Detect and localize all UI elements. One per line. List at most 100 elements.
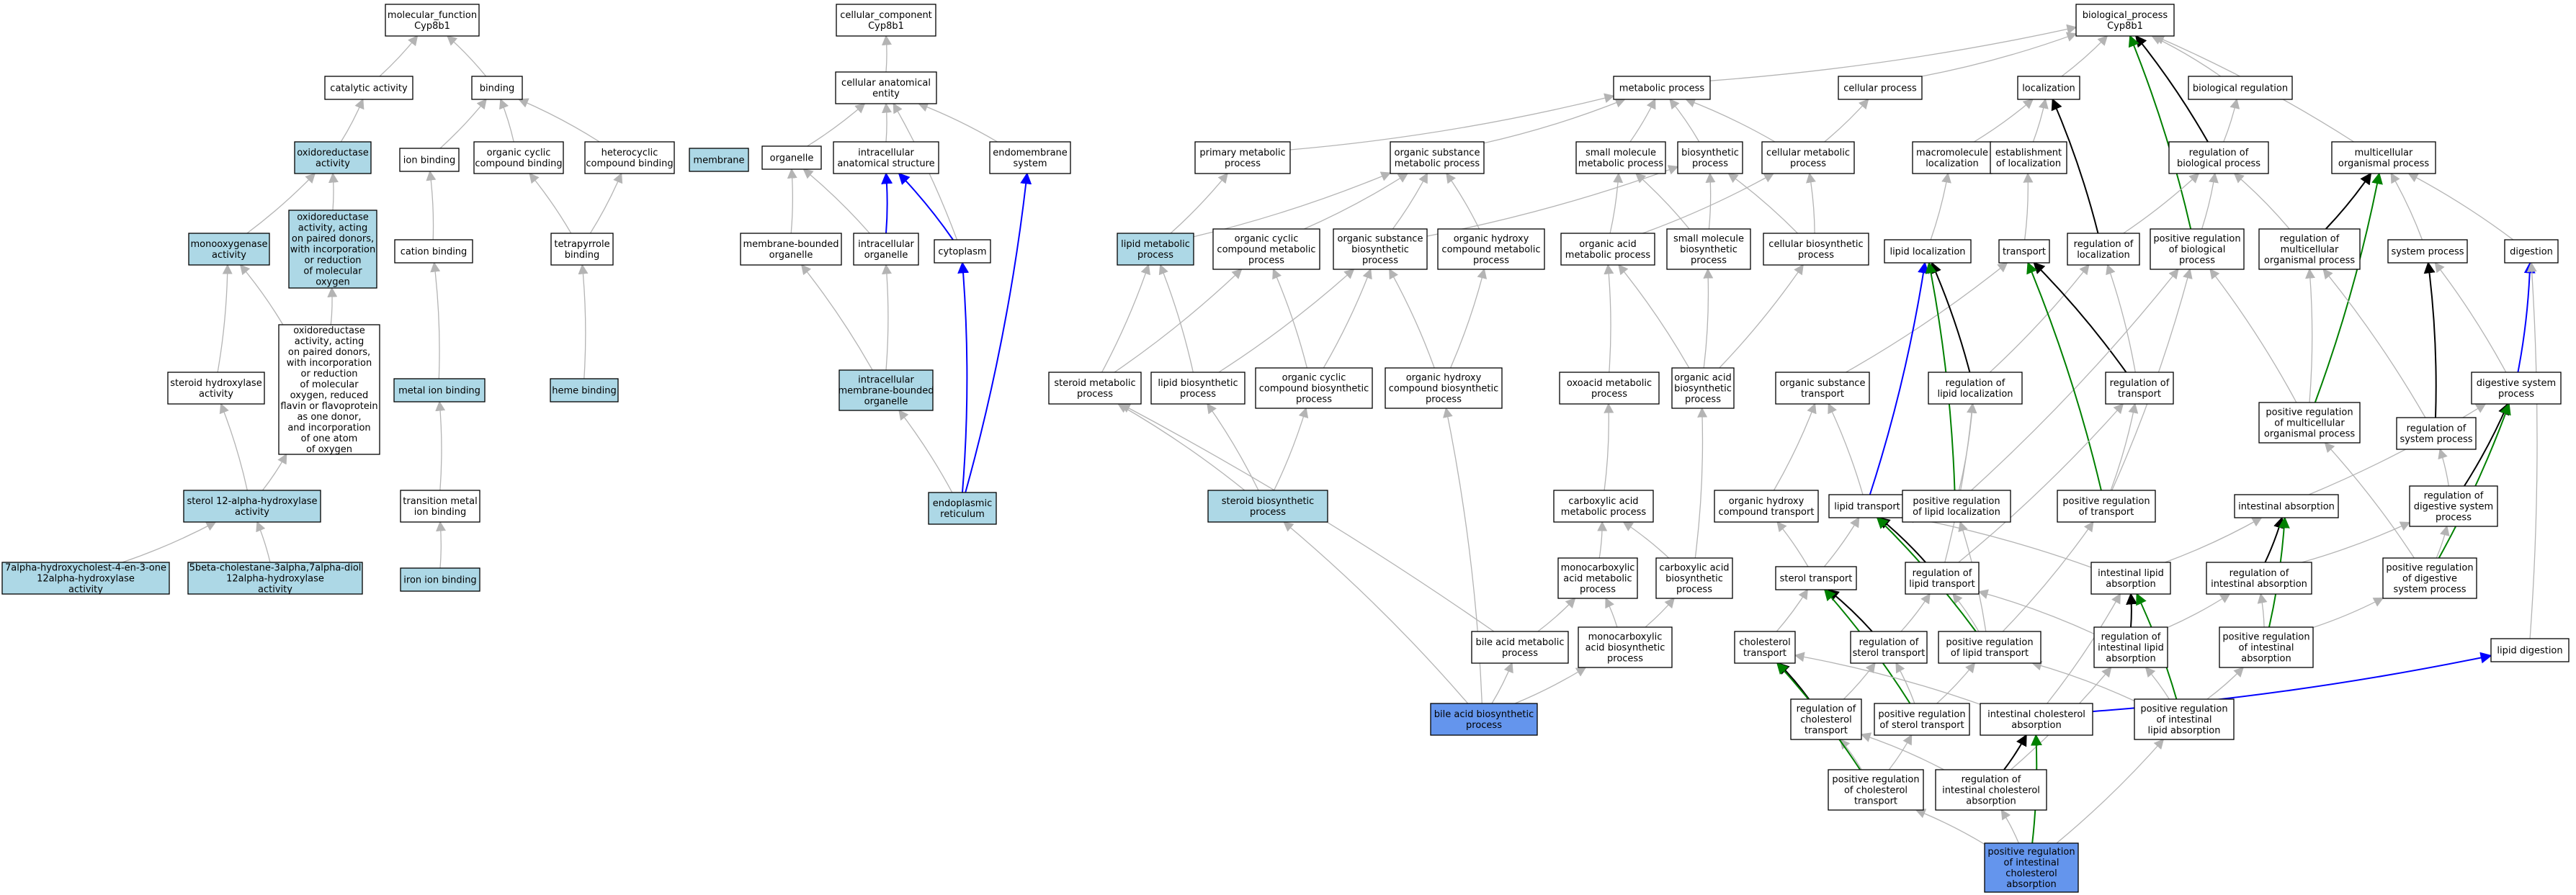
term-node-digestion[interactable]: digestion [2504,239,2559,264]
term-node-cellular-process[interactable]: cellular process [1838,76,1923,100]
term-node-cholestane[interactable]: 5beta-cholestane-3alpha,7alpha-diol12alp… [187,562,363,595]
term-node-lipid-transport[interactable]: lipid transport [1828,494,1906,518]
term-node-iron[interactable]: iron ion binding [400,567,480,592]
term-node-organelle[interactable]: organelle [761,145,822,170]
term-node-catalytic[interactable]: catalytic activity [324,76,413,100]
term-node-binding[interactable]: binding [471,76,523,100]
term-node-lipid-digestion[interactable]: lipid digestion [2490,638,2570,662]
term-node-transport[interactable]: transport [1998,239,2050,264]
term-node-membrane[interactable]: membrane [689,148,749,172]
term-node-localization[interactable]: localization [2017,76,2080,100]
term-node-heme[interactable]: heme binding [550,378,619,402]
term-node-metal-ion[interactable]: metal ion binding [393,378,486,402]
term-node-sterol-transport[interactable]: sterol transport [1775,566,1857,590]
term-node-ion-binding[interactable]: ion binding [399,148,460,172]
term-node-metabolic[interactable]: metabolic process [1613,76,1711,100]
term-node-cation-binding[interactable]: cation binding [394,239,473,264]
term-node-intestinal-abs[interactable]: intestinal absorption [2234,494,2339,518]
term-node-hydroxycholest[interactable]: 7alpha-hydroxycholest-4-en-3-one12alpha-… [1,562,170,595]
term-node-system-proc[interactable]: system process [2387,239,2468,264]
term-node-cytoplasm[interactable]: cytoplasm [934,239,991,264]
term-node-lipid-loc[interactable]: lipid localization [1884,239,1972,264]
term-node-bio-reg[interactable]: biological regulation [2188,76,2293,100]
